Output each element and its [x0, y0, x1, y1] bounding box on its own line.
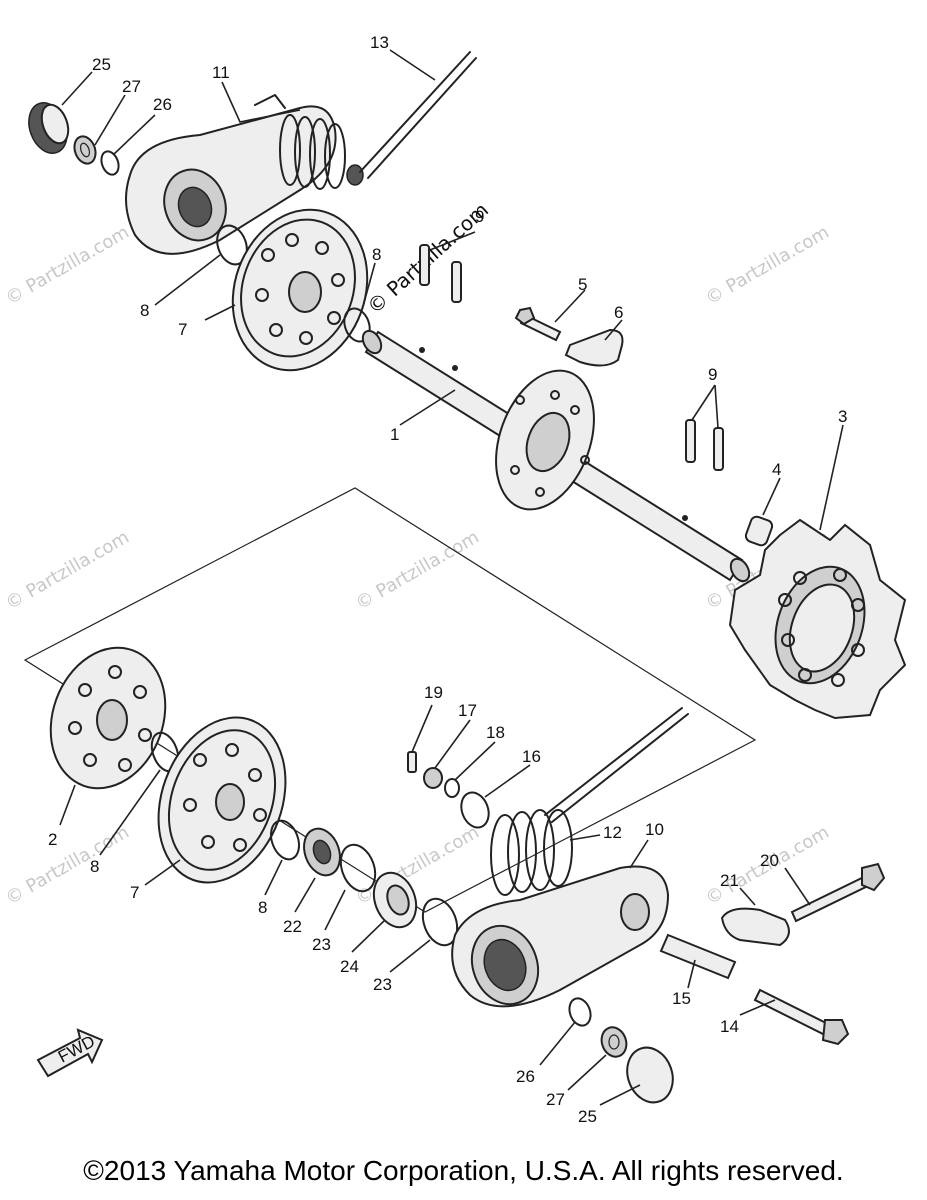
- callout-13: 13: [370, 33, 389, 52]
- callout-21: 21: [720, 871, 739, 890]
- part-23-circlip-a: [339, 843, 377, 893]
- callout-15: 15: [672, 989, 691, 1008]
- callout-23: 23: [312, 935, 331, 954]
- callout-10: 10: [645, 820, 664, 839]
- callout-17: 17: [458, 701, 477, 720]
- part-4-bushing: [744, 515, 774, 547]
- part-16-collar: [460, 791, 490, 829]
- callout-19: 19: [424, 683, 443, 702]
- part-3-sprocket: [728, 518, 907, 720]
- part-11-upper-arm: [125, 94, 337, 255]
- callout-18: 18: [486, 723, 505, 742]
- callout-7: 7: [178, 320, 187, 339]
- part-22-bearing: [303, 827, 341, 877]
- part-2-hub-disc: [49, 646, 167, 790]
- part-21-bracket: [720, 907, 790, 947]
- callout-25: 25: [578, 1107, 597, 1126]
- parts-diagram: © Partzilla.com © Partzilla.com © Partzi…: [2, 33, 907, 1126]
- part-25-cap-top: [28, 102, 70, 154]
- alignment-frame: [23, 487, 757, 913]
- leader-lines: [59, 49, 844, 1106]
- callout-27: 27: [546, 1090, 565, 1109]
- part-12-spring: [490, 707, 689, 896]
- watermark-text: © Partzilla.com: [2, 222, 133, 310]
- part-26-washer-bottom: [568, 997, 592, 1027]
- part-18-washer: [444, 778, 460, 798]
- part-6-bracket: [564, 328, 624, 367]
- callout-8: 8: [372, 245, 381, 264]
- part-17-nut: [423, 767, 443, 789]
- part-15-shaft: [659, 933, 737, 980]
- part-7-wheel-upper: [231, 208, 369, 372]
- callout-16: 16: [522, 747, 541, 766]
- watermark-text: © Partzilla.com: [702, 222, 833, 310]
- callout-24: 24: [340, 957, 359, 976]
- part-8-washer-a: [216, 224, 248, 266]
- callout-9: 9: [475, 207, 484, 226]
- shaft-flange: [495, 369, 595, 511]
- part-11-spring: [279, 114, 364, 190]
- part-19-pin: [407, 751, 417, 773]
- callout-6: 6: [614, 303, 623, 322]
- part-23-circlip-b: [421, 897, 459, 947]
- fwd-arrow-icon: FWD: [36, 1028, 104, 1078]
- callout-22: 22: [283, 917, 302, 936]
- watermark-text: © Partzilla.com: [352, 527, 483, 615]
- callout-20: 20: [760, 851, 779, 870]
- part-5-bolt: [514, 306, 562, 342]
- callout-3: 3: [838, 407, 847, 426]
- part-24-bearing: [372, 871, 418, 929]
- part-27-nut-bottom: [600, 1026, 628, 1058]
- part-9-pins-upper: [419, 244, 462, 303]
- callout-8: 8: [140, 301, 149, 320]
- callout-23: 23: [373, 975, 392, 994]
- callout-4: 4: [772, 460, 781, 479]
- callout-26: 26: [153, 95, 172, 114]
- watermark-text: © Partzilla.com: [352, 822, 483, 910]
- part-9-pins-right: [685, 419, 724, 471]
- copyright-notice: ©2013 Yamaha Motor Corporation, U.S.A. A…: [83, 1155, 844, 1186]
- callout-14: 14: [720, 1017, 739, 1036]
- watermark-text: © Partzilla.com: [2, 822, 133, 910]
- callout-25: 25: [92, 55, 111, 74]
- callout-7: 7: [130, 883, 139, 902]
- callout-26: 26: [516, 1067, 535, 1086]
- callout-8: 8: [258, 898, 267, 917]
- part-26-washer-top: [100, 150, 120, 176]
- callout-27: 27: [122, 77, 141, 96]
- callout-11: 11: [212, 63, 230, 82]
- part-27-nut-top: [73, 135, 97, 165]
- part-8-washer-d: [269, 819, 301, 861]
- callout-9: 9: [708, 365, 717, 384]
- part-10-lower-arm: [451, 865, 670, 1008]
- part-25-cap-bottom: [626, 1046, 674, 1104]
- callout-5: 5: [578, 275, 587, 294]
- part-14-bolt: [753, 988, 850, 1046]
- callout-labels: 25 27 26 11 13 9 8 8 7 5 6 1 9 3 4 19 17…: [48, 33, 847, 1126]
- callout-12: 12: [603, 823, 622, 842]
- part-20-bolt: [790, 862, 886, 923]
- part-13-rod: [359, 51, 477, 179]
- callout-2: 2: [48, 830, 57, 849]
- watermark-text: © Partzilla.com: [2, 527, 133, 615]
- callout-1: 1: [390, 425, 399, 444]
- callout-8: 8: [90, 857, 99, 876]
